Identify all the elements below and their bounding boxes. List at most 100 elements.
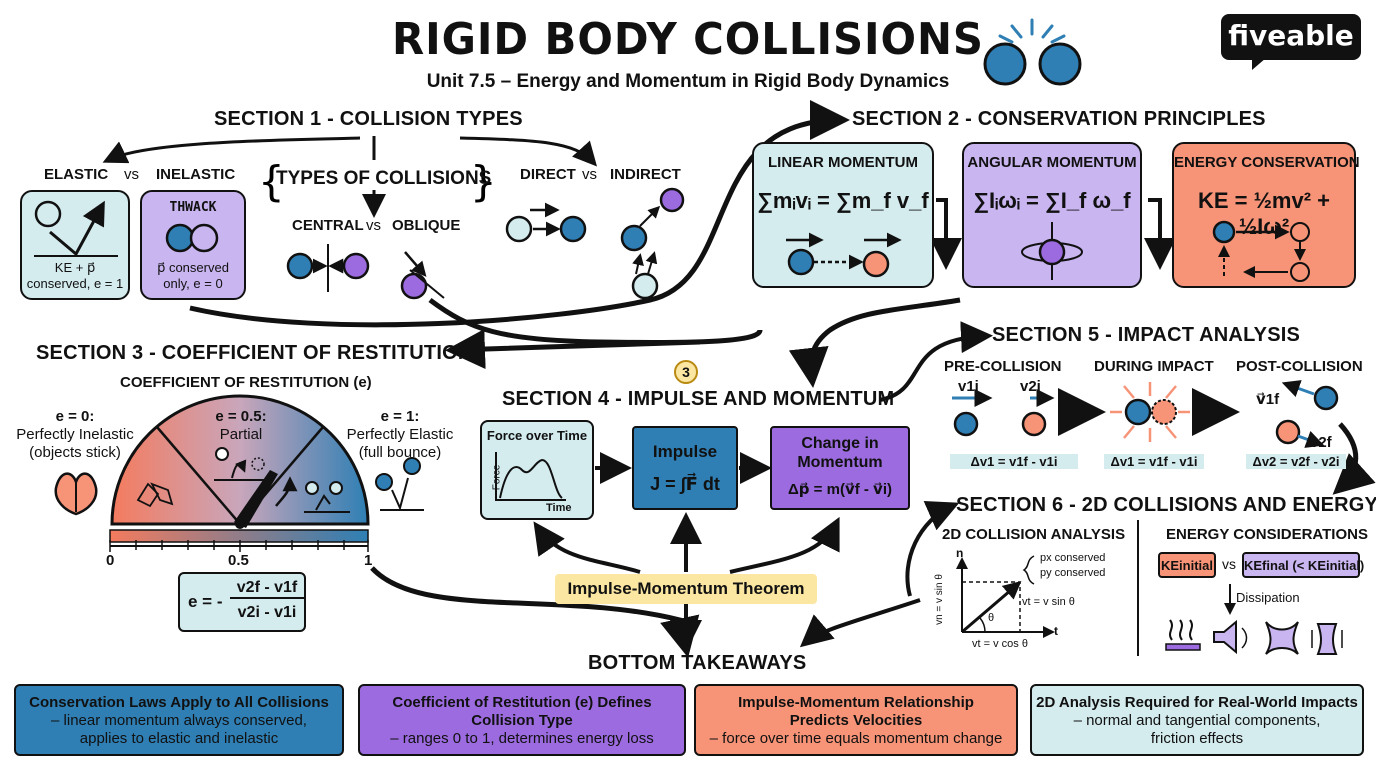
vs-label: vs xyxy=(582,166,597,183)
restitution-formula: e = - v2f - v1f v2i - v1i xyxy=(178,572,306,632)
force-time-card: Force over Time Force Time xyxy=(480,420,594,520)
delta-v1-eq-b: Δv1 = v1f - v1i xyxy=(1104,454,1204,469)
oblique-label: OBLIQUE xyxy=(392,217,461,234)
px-conserved: px conserved xyxy=(1040,552,1106,564)
time-axis-label: Time xyxy=(546,502,572,514)
takeaway-4-body-1: – normal and tangential components, xyxy=(1073,712,1321,729)
vt-label: vt = v sin θ xyxy=(1022,596,1075,608)
v2f-label: v2f xyxy=(1310,434,1332,451)
e0-label: e = 0: xyxy=(55,408,95,425)
change-momentum-card: Change in Momentum Δp⃗ = m(v⃗f - v⃗i) xyxy=(770,426,910,510)
energy-conservation-equation: KE = ½mv² + ½Iω² xyxy=(1197,188,1331,239)
section5-title: SECTION 5 - IMPACT ANALYSIS xyxy=(992,324,1301,346)
e05-label: e = 0.5: xyxy=(215,408,267,425)
change-title-1: Change in xyxy=(801,435,879,452)
theta-label: θ xyxy=(988,612,995,624)
dissipation-label: Dissipation xyxy=(1236,590,1300,605)
force-time-title: Force over Time xyxy=(486,428,588,443)
page-subtitle: Unit 7.5 – Energy and Momentum in Rigid … xyxy=(426,71,950,92)
formula-numerator: v2f - v1f xyxy=(230,579,304,599)
pre-collision-label: PRE-COLLISION xyxy=(944,358,1062,375)
ke-vs-label: vs xyxy=(1222,556,1236,572)
during-impact-icon xyxy=(1110,382,1190,442)
central-collision-icon xyxy=(286,244,370,292)
section3-title: SECTION 3 - COEFFICIENT OF RESTITUTION xyxy=(36,342,473,364)
dissipation-icons xyxy=(1165,619,1343,655)
linear-momentum-equation: ∑mᵢvᵢ = ∑m_f v_f xyxy=(757,188,929,213)
elastic-card: KE + p⃗ conserved, e = 1 xyxy=(20,190,130,300)
e0-desc-2: (objects stick) xyxy=(29,444,121,461)
fiveable-logo[interactable]: fiveable xyxy=(1221,14,1361,60)
v1f-label: v⃗1f xyxy=(1256,391,1280,408)
takeaways-title: BOTTOM TAKEAWAYS xyxy=(588,652,807,674)
linear-momentum-title: LINEAR MOMENTUM xyxy=(768,154,918,171)
takeaway-2-body-1: – ranges 0 to 1, determines energy loss xyxy=(390,730,654,747)
axis-n-label: n xyxy=(956,546,964,560)
energy-conservation-card: ENERGY CONSERVATION KE = ½mv² + ½Iω² xyxy=(1172,142,1360,288)
tick-0: 0 xyxy=(106,552,115,569)
during-impact-label: DURING IMPACT xyxy=(1094,358,1214,375)
angular-momentum-card: ANGULAR MOMENTUM ∑Iᵢωᵢ = ∑I_f ω_f xyxy=(962,142,1142,288)
takeaway-1-head: Conservation Laws Apply to All Collision… xyxy=(29,694,329,711)
takeaway-card-3: Impulse-Momentum Relationship Predicts V… xyxy=(694,684,1018,756)
energy-conservation-title: ENERGY CONSERVATION xyxy=(1174,154,1360,171)
takeaway-3-body-1: – force over time equals momentum change xyxy=(709,730,1003,747)
elastic-bounce-small-icon xyxy=(375,457,424,511)
central-label: CENTRAL xyxy=(292,217,364,234)
axis-t-label: t xyxy=(1054,624,1058,638)
takeaway-2-head: Coefficient of Restitution (e) Defines xyxy=(392,694,652,711)
takeaway-card-4: 2D Analysis Required for Real-World Impa… xyxy=(1030,684,1364,756)
oblique-collision-icon xyxy=(400,251,445,300)
thwack-label: THWACK xyxy=(169,200,217,215)
elastic-caption-2: conserved, e = 1 xyxy=(26,276,124,291)
e0-description: e = 0: Perfectly Inelastic (objects stic… xyxy=(10,408,140,462)
takeaway-card-1: Conservation Laws Apply to All Collision… xyxy=(14,684,344,756)
inelastic-caption-2: only, e = 0 xyxy=(163,276,223,291)
indirect-collision-icon xyxy=(620,187,685,300)
impulse-card: Impulse J = ∫F⃗ dt xyxy=(632,426,738,510)
2d-vector-diagram xyxy=(956,555,1055,638)
impulse-title: Impulse xyxy=(652,442,718,461)
inelastic-card: THWACK p⃗ conserved only, e = 0 xyxy=(140,190,246,300)
angular-momentum-title: ANGULAR MOMENTUM xyxy=(967,154,1137,171)
takeaway-1-body-1: – linear momentum always conserved, xyxy=(51,712,307,729)
takeaway-3-head-2: Predicts Velocities xyxy=(789,712,923,729)
ke-final-badge: KEfinal (< KEinitial) xyxy=(1242,552,1364,578)
e05-desc: Partial xyxy=(219,426,263,443)
post-collision-icon xyxy=(1275,380,1339,448)
takeaway-3-head: Impulse-Momentum Relationship xyxy=(738,694,974,711)
e0-desc-1: Perfectly Inelastic xyxy=(16,426,134,443)
indirect-label: INDIRECT xyxy=(610,166,681,183)
vs-label: vs xyxy=(366,217,381,234)
svg-text:{: { xyxy=(258,157,285,206)
tick-1: 1 xyxy=(364,552,373,569)
ke-initial-badge: KEinitial xyxy=(1158,552,1216,578)
2d-analysis-title: 2D COLLISION ANALYSIS xyxy=(942,526,1126,543)
restitution-gauge xyxy=(109,394,370,552)
types-of-collisions-label: TYPES OF COLLISIONS xyxy=(276,168,492,189)
section4-title: SECTION 4 - IMPULSE AND MOMENTUM xyxy=(502,388,895,410)
section1-title: SECTION 1 - COLLISION TYPES xyxy=(214,108,523,130)
takeaway-card-2: Coefficient of Restitution (e) Defines C… xyxy=(358,684,686,756)
e1-label: e = 1: xyxy=(380,408,420,425)
gauge-needle xyxy=(234,470,278,528)
change-title: Change in Momentum xyxy=(772,434,908,472)
stuck-hands-icon xyxy=(54,472,98,516)
force-axis-label: Force xyxy=(491,464,503,491)
v1i-label: v1i xyxy=(958,378,979,395)
page-title: RIGID BODY COLLISIONS xyxy=(392,14,984,65)
partial-bounce-icon xyxy=(214,447,266,481)
direct-label: DIRECT xyxy=(520,166,576,183)
full-bounce-icon xyxy=(304,481,350,513)
formula-lhs: e = - xyxy=(188,592,223,611)
gauge-title: COEFFICIENT OF RESTITUTION (e) xyxy=(120,374,372,391)
takeaway-4-body-2: friction effects xyxy=(1150,730,1244,747)
change-title-2: Momentum xyxy=(797,454,883,471)
pre-collision-icon xyxy=(952,389,1055,437)
linear-momentum-card: LINEAR MOMENTUM ∑mᵢvᵢ = ∑m_f v_f xyxy=(752,142,934,288)
takeaway-4-head: 2D Analysis Required for Real-World Impa… xyxy=(1036,694,1358,711)
title-balls-icon xyxy=(983,18,1082,86)
e1-desc-1: Perfectly Elastic xyxy=(346,426,454,443)
vt-bottom-label: vt = v cos θ xyxy=(972,638,1028,650)
e1-desc-2: (full bounce) xyxy=(358,444,442,461)
